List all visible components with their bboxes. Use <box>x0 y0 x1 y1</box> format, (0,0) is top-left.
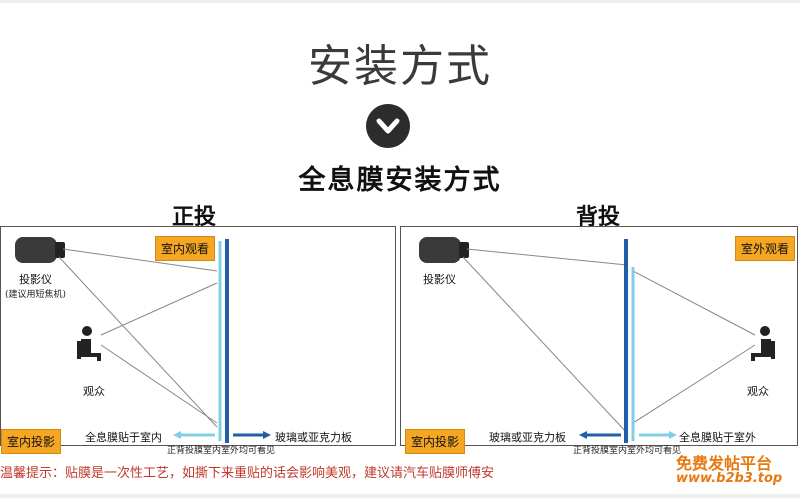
film-label: 全息膜贴于室内 <box>85 431 162 444</box>
view-ray-top <box>100 282 218 336</box>
rear-projection-diagram <box>419 237 775 443</box>
outdoor-view-tag: 室外观看 <box>735 236 796 261</box>
watermark-url: www.b2b3.top <box>676 471 783 486</box>
view-ray-bottom <box>632 344 756 424</box>
viewer-icon <box>77 326 101 361</box>
film-label: 全息膜贴于室外 <box>679 431 756 444</box>
indoor-projection-tag: 室内投影 <box>405 429 466 454</box>
projector-label: 投影仪 <box>423 273 456 286</box>
projector-icon <box>15 237 65 263</box>
projector-label: 投影仪 <box>19 273 52 286</box>
visibility-note: 正背投膜室内室外均可看见 <box>167 446 276 456</box>
chevron-down-circle-icon <box>366 104 410 148</box>
projection-beam-top <box>466 248 628 266</box>
warm-tip: 温馨提示：贴膜是一次性工艺，如撕下来重贴的话会影响美观，建议请汽车贴膜师傅安 <box>0 466 495 481</box>
section-subtitle: 全息膜安装方式 <box>298 165 502 196</box>
viewer-label: 观众 <box>83 385 105 398</box>
projection-beam-top <box>62 248 218 272</box>
projector-icon <box>419 237 469 263</box>
rear-projection-title: 背投 <box>576 205 621 230</box>
view-ray-bottom <box>100 344 218 424</box>
front-projection-diagram <box>15 237 271 443</box>
front-projection-title: 正投 <box>172 205 217 230</box>
view-ray-top <box>632 270 756 336</box>
viewer-icon <box>751 326 775 361</box>
rear-projection-panel: 室外观看 投影仪 观众 室内投影 玻璃或亚克力板 全息膜贴于室外 正背投膜室内室… <box>400 226 798 456</box>
viewer-label: 观众 <box>747 385 769 398</box>
top-divider <box>0 0 800 3</box>
glass-label: 玻璃或亚克力板 <box>275 431 352 444</box>
bottom-divider <box>0 494 800 498</box>
visibility-note: 正背投膜室内室外均可看见 <box>573 446 682 456</box>
front-projection-panel: 室内观看 投影仪 (建议用短焦机) 观众 室内投影 全息膜贴于室内 玻璃或亚克力… <box>0 226 396 456</box>
indoor-view-tag: 室内观看 <box>155 236 216 261</box>
indoor-projection-tag: 室内投影 <box>1 429 62 454</box>
projector-note: (建议用短焦机) <box>5 290 67 300</box>
glass-label: 玻璃或亚克力板 <box>489 431 566 444</box>
page-title: 安装方式 <box>308 41 492 92</box>
projection-beam-bottom <box>58 256 218 428</box>
projection-beam-bottom <box>462 256 628 434</box>
watermark-title: 免费发帖平台 <box>676 454 773 473</box>
